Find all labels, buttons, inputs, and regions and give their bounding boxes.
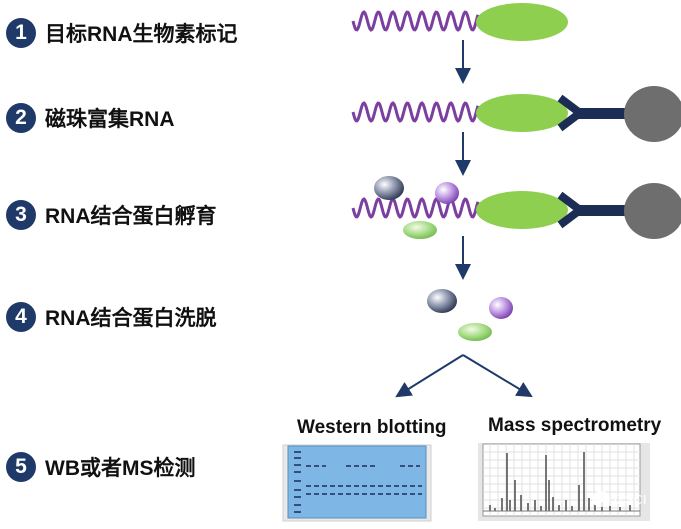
- protein-grey: [374, 176, 404, 200]
- wechat-icon: [592, 491, 610, 507]
- step-3: 3 RNA结合蛋白孵育: [6, 199, 217, 231]
- biotin-tag: [476, 3, 568, 41]
- step-5: 5 WB或者MS检测: [6, 451, 196, 483]
- biotin-tag: [476, 191, 568, 229]
- step-number-badge: 1: [6, 18, 36, 48]
- protein-purple: [435, 182, 459, 204]
- step-number-badge: 2: [6, 103, 36, 133]
- step-label: RNA结合蛋白洗脱: [45, 307, 217, 330]
- magnetic-bead: [624, 86, 681, 142]
- protein-green: [458, 323, 492, 341]
- step-4: 4 RNA结合蛋白洗脱: [6, 301, 217, 333]
- step-number-badge: 3: [6, 200, 36, 230]
- magnetic-bead: [624, 183, 681, 239]
- step-label: 磁珠富集RNA: [45, 108, 175, 131]
- mass-spec-title: Mass spectrometry: [488, 415, 662, 436]
- western-blot-title: Western blotting: [297, 417, 447, 438]
- rna-wave: [351, 197, 480, 219]
- western-blot-panel: [282, 444, 432, 522]
- step-number-badge: 5: [6, 452, 36, 482]
- mass-spec-panel: [478, 443, 650, 521]
- split-arrow-right: [462, 354, 533, 398]
- step-label: RNA结合蛋白孵育: [45, 205, 217, 228]
- split-arrow-left: [395, 354, 464, 398]
- rna-wave: [351, 10, 480, 32]
- watermark-text: iZSCI: [614, 491, 647, 507]
- biotin-tag: [476, 94, 568, 132]
- watermark: iZSCI: [592, 491, 647, 507]
- protein-purple: [489, 297, 513, 319]
- step-number-badge: 4: [6, 302, 36, 332]
- step-2: 2 磁珠富集RNA: [6, 102, 175, 134]
- step-label: 目标RNA生物素标记: [45, 23, 238, 46]
- protein-green: [403, 221, 437, 239]
- step-label: WB或者MS检测: [45, 457, 196, 480]
- blot-membrane: [287, 445, 427, 519]
- protein-grey: [427, 289, 457, 313]
- linker-arm: [578, 108, 630, 119]
- rna-wave: [351, 101, 480, 123]
- step-1: 1 目标RNA生物素标记: [6, 17, 238, 49]
- linker-arm: [578, 205, 630, 216]
